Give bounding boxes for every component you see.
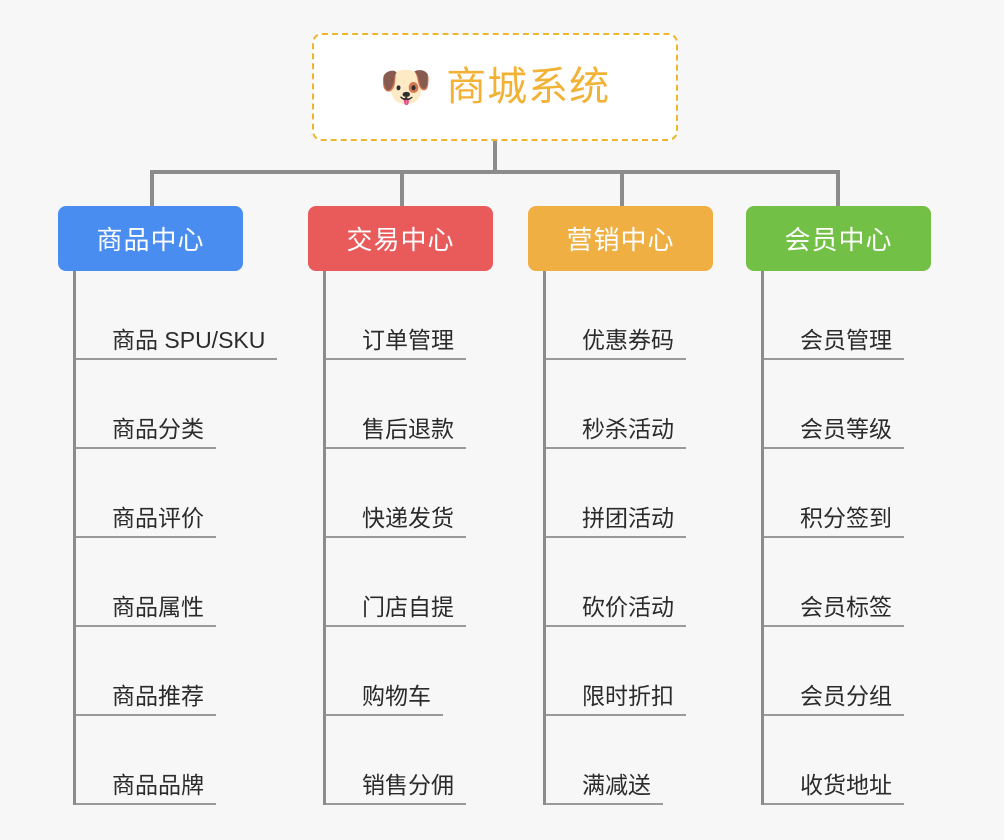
- list-item[interactable]: 砍价活动: [546, 538, 748, 627]
- list-item-label: 商品品牌: [106, 772, 216, 805]
- list-item[interactable]: 会员分组: [764, 627, 966, 716]
- connector-drop-2: [400, 170, 404, 208]
- list-item[interactable]: 积分签到: [764, 449, 966, 538]
- list-item-label: 商品评价: [106, 505, 216, 538]
- root-title: 商城系统: [446, 65, 611, 109]
- list-item[interactable]: 售后退款: [326, 360, 528, 449]
- list-item[interactable]: 限时折扣: [546, 627, 748, 716]
- column-marketing-center: 营销中心 优惠券码 秒杀活动 拼团活动 砍价活动 限时折扣 满减送: [528, 206, 748, 805]
- list-item[interactable]: 商品评价: [76, 449, 278, 538]
- branch-member-center: 会员管理 会员等级 积分签到 会员标签 会员分组 收货地址: [761, 271, 966, 805]
- dog-face-icon: 🐶: [379, 63, 433, 110]
- list-item-label: 会员标签: [794, 594, 904, 627]
- column-trade-center: 交易中心 订单管理 售后退款 快递发货 门店自提 购物车 销售分佣: [308, 206, 528, 805]
- list-item[interactable]: 购物车: [326, 627, 528, 716]
- list-item[interactable]: 会员管理: [764, 271, 966, 360]
- list-item[interactable]: 收货地址: [764, 716, 966, 805]
- list-item[interactable]: 门店自提: [326, 538, 528, 627]
- list-item-label: 商品推荐: [106, 683, 216, 716]
- list-item[interactable]: 拼团活动: [546, 449, 748, 538]
- category-header-product-center[interactable]: 商品中心: [58, 206, 243, 271]
- list-item-label: 商品分类: [106, 416, 216, 449]
- list-item[interactable]: 订单管理: [326, 271, 528, 360]
- list-item-label: 销售分佣: [356, 772, 466, 805]
- branch-marketing-center: 优惠券码 秒杀活动 拼团活动 砍价活动 限时折扣 满减送: [543, 271, 748, 805]
- list-item-label: 优惠券码: [576, 327, 686, 360]
- connector-drop-3: [620, 170, 624, 208]
- branch-product-center: 商品 SPU/SKU 商品分类 商品评价 商品属性 商品推荐 商品品牌: [73, 271, 278, 805]
- list-item-label: 订单管理: [356, 327, 466, 360]
- list-item-label: 购物车: [356, 683, 443, 716]
- list-item-label: 快递发货: [356, 505, 466, 538]
- category-header-label: 营销中心: [566, 225, 675, 255]
- category-header-label: 会员中心: [784, 225, 893, 255]
- list-item-label: 门店自提: [356, 594, 466, 627]
- list-item-label: 会员管理: [794, 327, 904, 360]
- connector-drop-1: [150, 170, 154, 208]
- category-header-label: 交易中心: [346, 225, 455, 255]
- connector-root-stem: [493, 141, 497, 173]
- list-item[interactable]: 商品推荐: [76, 627, 278, 716]
- list-item-label: 积分签到: [794, 505, 904, 538]
- list-item[interactable]: 销售分佣: [326, 716, 528, 805]
- list-item-label: 限时折扣: [576, 683, 686, 716]
- column-member-center: 会员中心 会员管理 会员等级 积分签到 会员标签 会员分组 收货地址: [746, 206, 966, 805]
- list-item-label: 商品 SPU/SKU: [106, 327, 278, 360]
- list-item[interactable]: 会员等级: [764, 360, 966, 449]
- list-item[interactable]: 满减送: [546, 716, 748, 805]
- list-item[interactable]: 商品 SPU/SKU: [76, 271, 278, 360]
- list-item[interactable]: 商品品牌: [76, 716, 278, 805]
- list-item-label: 秒杀活动: [576, 416, 686, 449]
- list-item[interactable]: 快递发货: [326, 449, 528, 538]
- list-item-label: 售后退款: [356, 416, 466, 449]
- column-product-center: 商品中心 商品 SPU/SKU 商品分类 商品评价 商品属性 商品推荐 商品品牌: [58, 206, 278, 805]
- list-item-label: 商品属性: [106, 594, 216, 627]
- list-item[interactable]: 商品分类: [76, 360, 278, 449]
- list-item-label: 拼团活动: [576, 505, 686, 538]
- list-item-label: 砍价活动: [576, 594, 686, 627]
- connector-horizontal-bus: [150, 170, 840, 174]
- root-node[interactable]: 🐶 商城系统: [312, 33, 678, 141]
- category-header-member-center[interactable]: 会员中心: [746, 206, 931, 271]
- list-item[interactable]: 优惠券码: [546, 271, 748, 360]
- list-item-label: 满减送: [576, 772, 663, 805]
- category-header-marketing-center[interactable]: 营销中心: [528, 206, 713, 271]
- branch-trade-center: 订单管理 售后退款 快递发货 门店自提 购物车 销售分佣: [323, 271, 528, 805]
- list-item-label: 会员分组: [794, 683, 904, 716]
- connector-drop-4: [836, 170, 840, 208]
- category-header-label: 商品中心: [96, 225, 205, 255]
- list-item[interactable]: 会员标签: [764, 538, 966, 627]
- list-item[interactable]: 商品属性: [76, 538, 278, 627]
- list-item-label: 收货地址: [794, 772, 904, 805]
- list-item-label: 会员等级: [794, 416, 904, 449]
- list-item[interactable]: 秒杀活动: [546, 360, 748, 449]
- category-header-trade-center[interactable]: 交易中心: [308, 206, 493, 271]
